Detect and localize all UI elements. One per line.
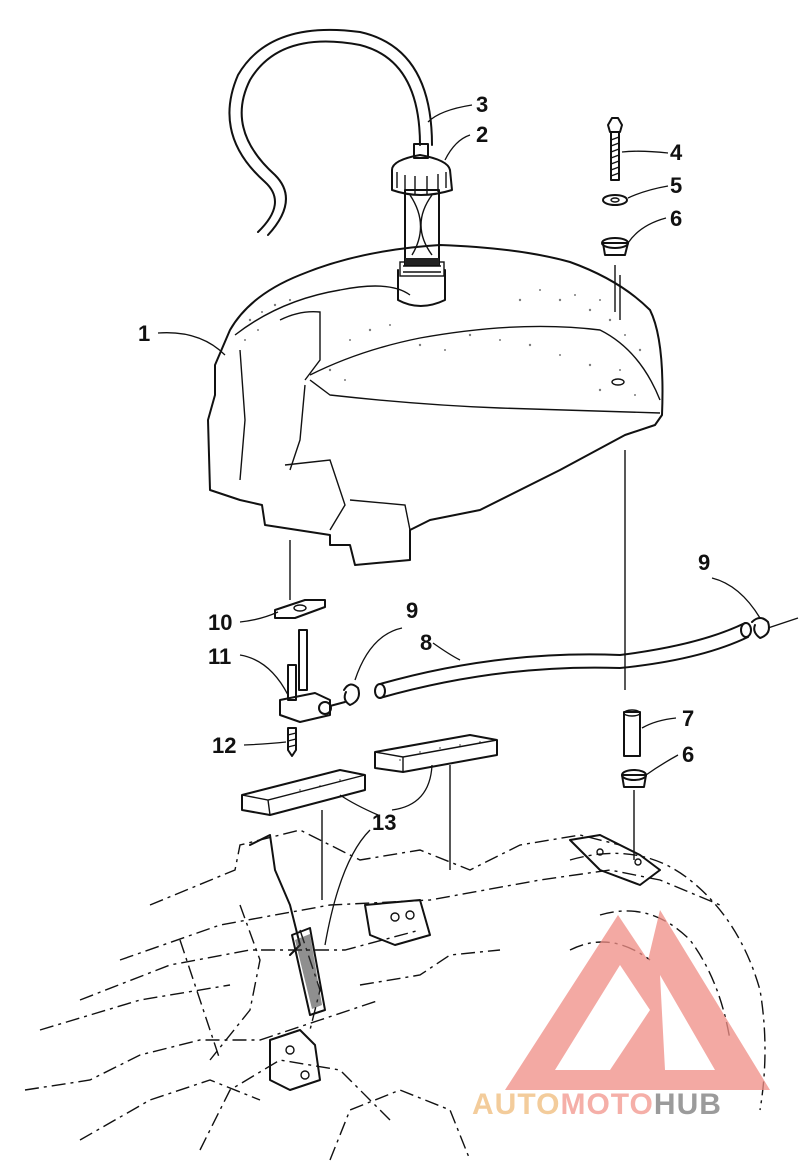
bolt-axis-line (614, 265, 626, 690)
callout-6-lower: 6 (682, 742, 694, 767)
fuel-hose (374, 622, 752, 699)
callout-6-upper: 6 (670, 206, 682, 231)
callout-12: 12 (212, 733, 236, 758)
atv-frame (24, 829, 766, 1161)
fuel-valve (279, 629, 346, 723)
callout-9-left: 9 (406, 598, 418, 623)
bolt (607, 117, 623, 181)
vent-hose (228, 28, 433, 236)
callout-leaders (157, 104, 761, 946)
callout-1: 1 (138, 321, 150, 346)
nut-upper (601, 237, 629, 256)
hose-clamp-left (343, 683, 360, 706)
callout-9-right: 9 (698, 550, 710, 575)
watermark-logo-triangle (505, 910, 770, 1090)
washer (602, 194, 628, 206)
fuel-cap (391, 143, 453, 266)
pads (241, 734, 498, 900)
callout-3: 3 (476, 92, 488, 117)
watermark-auto: AUTO (472, 1088, 560, 1121)
callout-10: 10 (208, 610, 232, 635)
callout-13: 13 (372, 810, 396, 835)
svg-text:AUTOMOTOHUB: AUTOMOTOHUB (472, 1088, 722, 1121)
fuel-tank (207, 244, 664, 566)
callout-labels: 1 2 3 4 5 6 6 7 8 9 9 10 11 12 13 (138, 92, 710, 835)
callout-7: 7 (682, 706, 694, 731)
callout-5: 5 (670, 173, 682, 198)
watermark-hub: HUB (654, 1088, 722, 1121)
callout-8: 8 (420, 630, 432, 655)
callout-2: 2 (476, 122, 488, 147)
watermark-moto: MOTO (560, 1088, 653, 1121)
nut-lower (621, 769, 647, 788)
hose-clamp-right (751, 617, 799, 639)
callout-11: 11 (208, 644, 231, 669)
automotohub-watermark: AUTOMOTOHUB (472, 910, 770, 1121)
screw (287, 727, 297, 757)
gasket (274, 599, 326, 619)
spacer (623, 709, 641, 757)
callout-4: 4 (670, 140, 683, 165)
